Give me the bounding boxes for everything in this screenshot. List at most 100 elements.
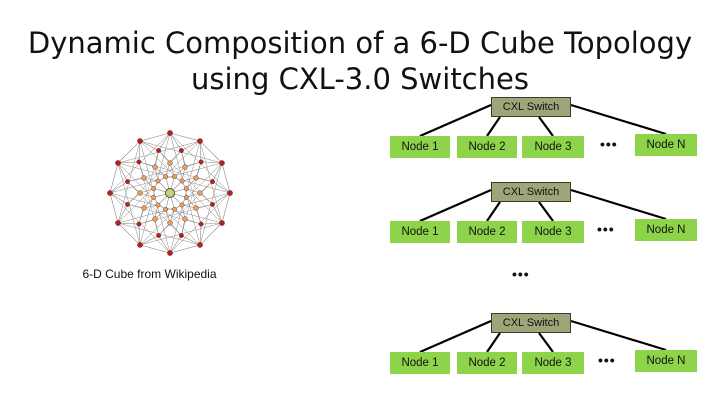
cube-graph-edge — [138, 161, 159, 236]
cxl-switch-2: CXL Switch — [491, 182, 571, 202]
cube-graph-edge — [181, 150, 202, 225]
cube-graph-vertex — [210, 179, 215, 185]
switch-to-node-link — [570, 319, 667, 352]
cube-graph-edge — [139, 140, 159, 151]
cube-graph-vertex — [151, 186, 156, 192]
cube-graph-edge — [118, 222, 139, 225]
cube-graph-edge — [138, 161, 145, 179]
tier3-node-2: Node 2 — [457, 352, 517, 374]
cube-graph-edge — [127, 161, 202, 182]
cube-graph-vertex — [193, 175, 199, 181]
switch-to-node-link — [486, 201, 501, 222]
cube-graph-edge — [169, 235, 182, 254]
cube-graph-edge — [127, 204, 145, 209]
tier2-node-2: Node 2 — [457, 221, 517, 243]
cube-graph-edge — [158, 181, 213, 236]
cube-graph-vertex — [197, 190, 203, 196]
cube-graph-vertex — [155, 202, 161, 208]
tier3-node-n: Node N — [635, 350, 697, 372]
cube-graph-vertex — [167, 220, 173, 226]
cube-graph-edge — [158, 150, 213, 205]
cube-graph-edge — [221, 192, 231, 224]
cube-graph-edge — [169, 244, 201, 254]
tier1-node-2: Node 2 — [457, 136, 517, 158]
cube-graph-edge — [212, 204, 223, 224]
cube-graph-vertex — [156, 233, 162, 238]
tier2-node-1: Node 1 — [390, 221, 450, 243]
cube-graph-vertex — [167, 250, 173, 256]
cube-graph-center-vertex — [165, 188, 175, 198]
cube-graph-edge — [109, 162, 119, 194]
cube-graph-edge — [109, 192, 119, 224]
cube-graph-edge — [181, 235, 201, 246]
tier1-node-3: Node 3 — [522, 136, 584, 158]
cube-graph-edge — [127, 181, 182, 236]
cube-graph-vertex — [141, 175, 147, 181]
cube-graph-edge — [199, 222, 223, 246]
cube-graph-vertex — [167, 160, 173, 166]
switch-to-node-link — [419, 103, 492, 138]
cube-graph-vertex — [198, 159, 204, 165]
cube-graph-vertex — [219, 160, 225, 166]
cube-graph-edge — [154, 150, 159, 168]
cube-graph-vertex — [182, 216, 188, 222]
cube-graph-edge — [109, 181, 128, 194]
cube-graph-vertex — [167, 130, 173, 136]
cube-graph-edge — [117, 140, 141, 164]
switch-to-node-link — [419, 188, 492, 223]
tier1-ellipsis: ••• — [600, 136, 618, 152]
cube-graph-edge — [138, 161, 213, 182]
cube-graph-edge — [138, 141, 141, 162]
cube-graph-edge — [201, 222, 222, 225]
cube-graph-edge — [199, 224, 202, 245]
cube-graph-vertex — [227, 190, 233, 196]
cube-graph-vertex — [151, 194, 156, 200]
cube-graph-vertex — [155, 178, 161, 184]
tier3-node-1: Node 1 — [390, 352, 450, 374]
cube-graph-edge — [127, 181, 141, 194]
cube-graph-edge — [169, 132, 182, 151]
tier3-ellipsis: ••• — [598, 352, 616, 368]
cube-graph-edge — [138, 224, 141, 245]
cube-graph-vertex — [179, 178, 185, 184]
cube-graph-vertex — [163, 174, 169, 179]
cube-graph-vertex — [197, 138, 203, 144]
cube-graph-vertex — [115, 160, 121, 166]
cube-graph-edge — [109, 192, 128, 205]
tier2-ellipsis: ••• — [597, 221, 615, 237]
cube-graph-edge — [118, 161, 139, 164]
switch-to-node-link — [538, 201, 554, 222]
cube-graph-vertex — [152, 216, 158, 222]
tier2-node-n: Node N — [635, 219, 697, 241]
tier3-node-3: Node 3 — [522, 352, 584, 374]
cube-graph-vertex — [178, 233, 184, 238]
cube-graph-vertex — [136, 159, 142, 165]
switch-to-node-link — [486, 332, 501, 353]
cube-graph-vertex — [219, 220, 225, 226]
slide-title-line-2: using CXL-3.0 Switches — [191, 62, 529, 96]
image-caption: 6-D Cube from Wikipedia — [82, 267, 217, 281]
switch-to-node-link — [570, 103, 667, 136]
cube-graph-vertex — [197, 242, 203, 248]
cube-graph-edge — [158, 132, 171, 151]
switch-to-node-link — [419, 319, 492, 354]
cxl-switch-3: CXL Switch — [491, 313, 571, 333]
cube-graph-vertex — [125, 201, 130, 207]
cube-graph-edge — [117, 204, 128, 224]
cube-graph-edge — [127, 204, 202, 225]
cube-graph-edge — [139, 235, 159, 246]
switch-to-node-link — [538, 332, 554, 353]
cube-graph-edge — [158, 222, 171, 236]
cube-graph-edge — [212, 192, 231, 205]
cube-graph-edge — [181, 218, 186, 236]
cube-graph-vertex — [156, 148, 162, 153]
tier1-node-n: Node N — [635, 134, 697, 156]
cube-graph-vertex — [193, 205, 199, 211]
cube-graph-edge — [181, 161, 202, 236]
cube-graph-vertex — [163, 207, 169, 212]
cube-graph-edge — [212, 181, 231, 194]
cube-graph-vertex — [184, 186, 189, 192]
cube-graph-edge — [139, 244, 171, 254]
cube-graph-vertex — [137, 190, 143, 196]
